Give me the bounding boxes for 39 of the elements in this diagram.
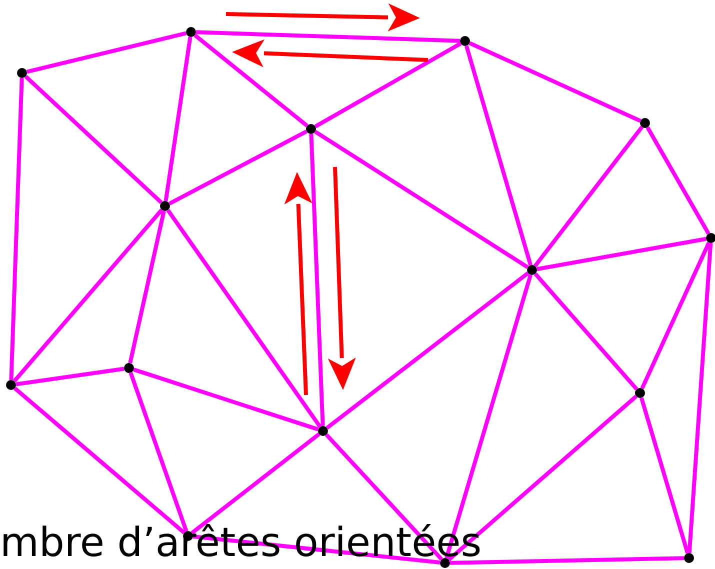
mesh-edge — [26, 31, 187, 74]
vertex-dot — [640, 118, 650, 128]
vertex-dot — [186, 27, 196, 37]
mesh-edge — [447, 394, 638, 562]
mesh-edge — [314, 130, 529, 269]
mesh-edge — [314, 42, 462, 128]
mesh-edge — [444, 274, 532, 559]
vertex-dot — [684, 553, 694, 563]
mesh-edge — [326, 271, 530, 430]
mesh-edge — [190, 432, 320, 534]
mesh-edge — [640, 397, 690, 554]
vertex-dot — [706, 233, 715, 243]
mesh-edge — [128, 210, 166, 364]
vertex-dot — [6, 380, 16, 390]
mesh-edge — [14, 386, 186, 534]
vertex-dot — [17, 68, 27, 78]
mesh-edge — [450, 556, 684, 565]
vertex-dot — [460, 36, 470, 46]
mesh-edge — [536, 236, 706, 272]
mesh-edge — [534, 272, 638, 391]
mesh-edge — [168, 130, 308, 206]
vertex-dot — [124, 363, 134, 373]
mesh-edge — [468, 41, 642, 123]
mesh-edge — [646, 126, 710, 235]
mesh-edge — [166, 208, 322, 428]
mesh-edge — [133, 368, 319, 432]
mesh-edge — [24, 74, 163, 204]
mesh-edge — [533, 126, 644, 268]
mesh-edge — [687, 242, 713, 554]
mesh-edge — [16, 366, 124, 386]
mesh-edge — [128, 372, 188, 532]
mesh-edge — [196, 30, 460, 43]
mesh-edge — [309, 134, 325, 426]
mesh-edge — [194, 34, 308, 128]
mesh-edge — [464, 45, 533, 266]
mesh-edge — [9, 78, 24, 380]
mesh-edge — [164, 36, 192, 202]
mesh-edge — [12, 208, 164, 383]
mesh-edge — [640, 242, 711, 390]
